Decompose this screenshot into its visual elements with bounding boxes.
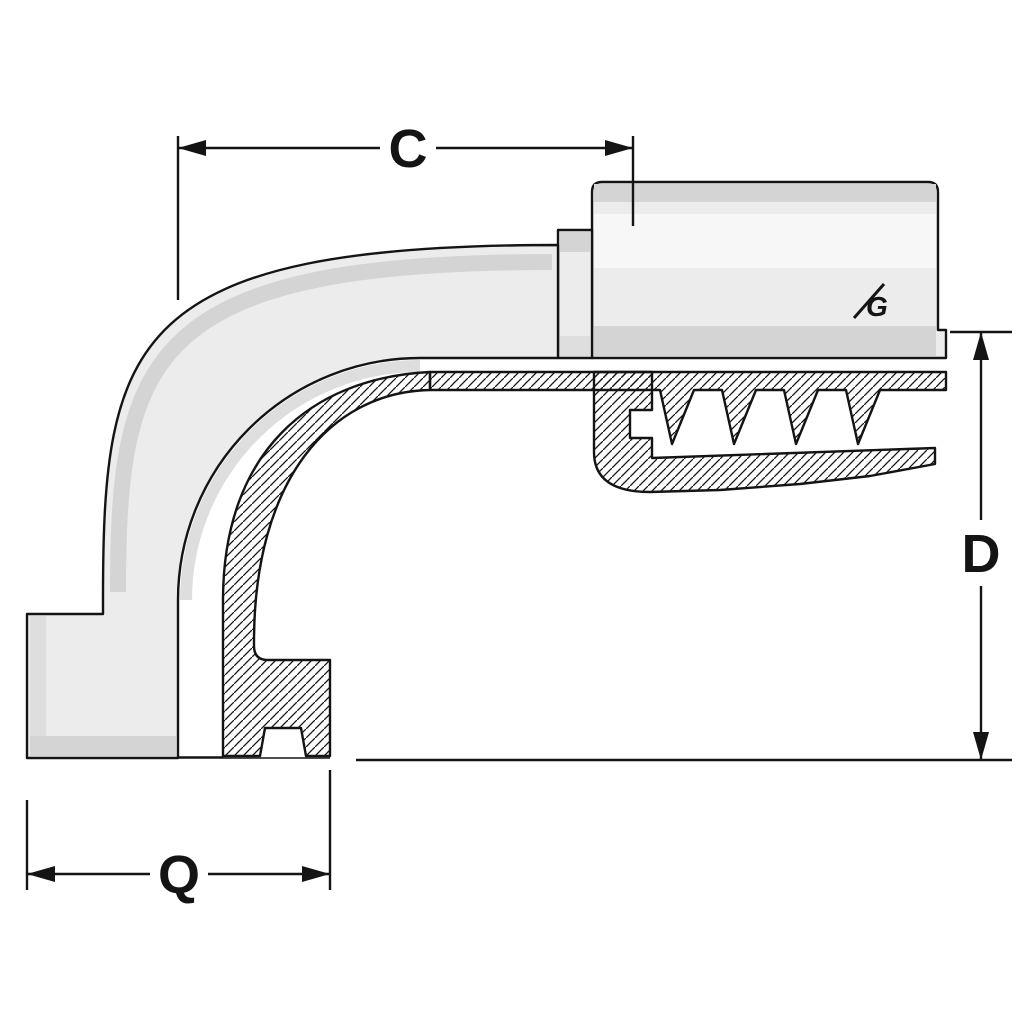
dim-q-label: Q	[158, 845, 200, 905]
elbow-wall-and-flange-section	[221, 370, 432, 758]
dim-c-label: C	[389, 119, 428, 179]
shell-top-shade	[594, 184, 936, 202]
flange-left-shade	[30, 616, 46, 754]
collar-bottom-shade	[560, 336, 590, 356]
logo-letter: G	[866, 291, 888, 322]
elbow-outer-shade	[110, 254, 553, 593]
flange-bottom-shade	[30, 736, 176, 756]
dim-d-arrow-top	[973, 332, 989, 360]
shell-bottom-shade	[594, 326, 936, 356]
dim-q-arrow-left	[27, 866, 55, 882]
manufacturer-logo: G	[852, 283, 888, 322]
dimension-q: Q	[25, 770, 332, 905]
section-group	[221, 370, 948, 758]
diagram-root: C D Q G	[25, 119, 1012, 905]
dim-c-arrow-right	[605, 140, 633, 156]
dim-d-label: D	[962, 524, 1001, 584]
elbow-inner-shade	[180, 360, 421, 601]
nipple-wall-section	[428, 370, 948, 446]
shading-group	[30, 184, 936, 756]
dim-c-arrow-left	[178, 140, 206, 156]
dim-q-arrow-right	[302, 866, 330, 882]
dimension-c: C	[176, 119, 635, 300]
collar-top-shade	[560, 232, 590, 252]
dim-d-arrow-bottom	[973, 732, 989, 760]
shell-highlight	[594, 214, 936, 268]
shell-wall-section	[592, 370, 937, 494]
detail-lines	[27, 756, 330, 759]
logo-slash	[852, 283, 886, 319]
dimension-d: D	[356, 330, 1012, 762]
